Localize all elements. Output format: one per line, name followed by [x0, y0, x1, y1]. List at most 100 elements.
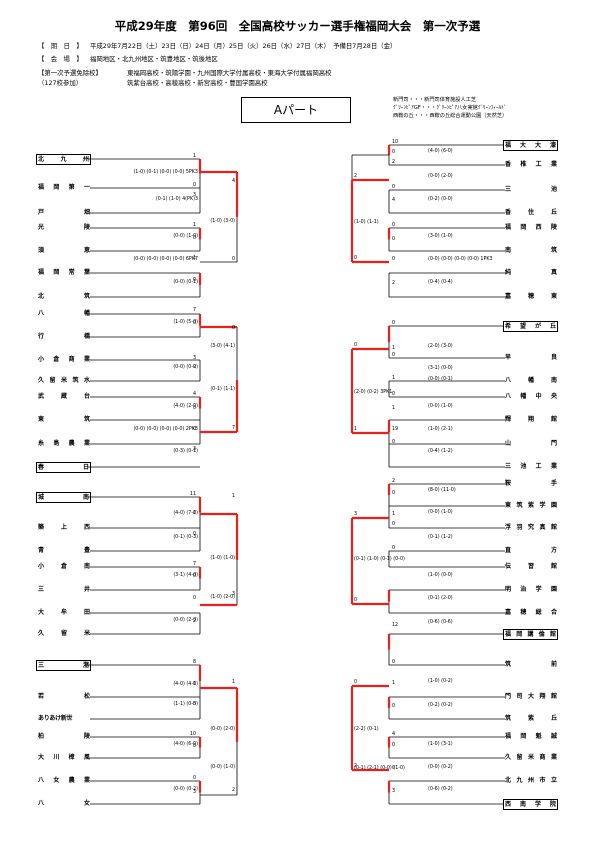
match-score: (0-0) (2-0): [173, 618, 198, 623]
round-score: 3: [231, 592, 235, 597]
team-score: 1: [192, 223, 196, 228]
team-name: 嘉穂総合: [505, 608, 557, 617]
team-name-char: 陵: [550, 224, 557, 231]
team-score: 0: [392, 743, 396, 748]
team-score: 0: [192, 574, 196, 579]
match-score: (0-0) (0-0) (0-0) (0-0) 1PK3: [428, 257, 493, 262]
team-name-char: 大: [38, 609, 45, 616]
team-name-char: 香: [505, 209, 512, 216]
team-name: 直方: [505, 546, 557, 555]
team-score: 0: [392, 704, 396, 709]
match-score: (1-0) (2-0): [210, 595, 235, 600]
team-name: 三池工業: [505, 462, 557, 471]
team-name: 八女: [38, 799, 90, 808]
team-name-char: 岡: [520, 733, 527, 740]
team-name-char: 北: [505, 777, 512, 784]
team-name: 若松: [38, 692, 90, 701]
team-score: 3: [392, 789, 396, 794]
team-name-char: 樟: [68, 754, 75, 761]
team-score: 0: [192, 236, 196, 241]
match-score: (0-0) (0-0) (0-0) (0-0) 6PK7: [133, 257, 198, 262]
team-name-char: が: [534, 323, 541, 330]
team-score: 0: [192, 406, 196, 411]
team-name-char: 福: [38, 184, 45, 191]
team-name-char: 小: [38, 356, 45, 363]
team-score: 0: [192, 365, 196, 370]
team-name-char: 九: [516, 777, 523, 784]
team-name-char: 恵: [83, 247, 90, 254]
team-name-char: 園: [550, 586, 557, 593]
team-name-char: 香: [505, 161, 512, 168]
team-score: 1: [392, 376, 396, 381]
team-name-char: 筑: [83, 416, 90, 423]
team-name: 三池: [505, 185, 557, 194]
team-name-char: 紫: [527, 502, 534, 509]
team-name: 光陵: [38, 223, 90, 232]
round-score: 0: [354, 343, 358, 348]
team-name-char: 潴: [82, 662, 89, 669]
team-name: 東筑: [38, 415, 90, 424]
team-name: 福岡講倫館: [503, 629, 558, 640]
team-name-char: 門: [550, 440, 557, 447]
match-score: (1-0) (2-1): [428, 427, 453, 432]
match-score: (4-0) (6-0): [428, 149, 453, 154]
team-name-char: 九: [60, 156, 67, 163]
team-name-char: 丘: [550, 209, 557, 216]
team-name-char: 中: [535, 393, 542, 400]
team-name-char: 北: [38, 293, 45, 300]
team-name-char: 館: [550, 563, 557, 570]
team-name-char: 央: [550, 393, 557, 400]
team-name-char: 世: [66, 715, 73, 722]
team-name-char: 幡: [83, 310, 90, 317]
team-name-char: 穂: [520, 609, 527, 616]
team-name-char: 西: [83, 524, 90, 531]
venue-value: 福岡地区・北九州地区・筑豊地区・筑後地区: [90, 55, 218, 63]
team-name: 嘉穂東: [505, 292, 557, 301]
match-score: (2-0) (3-0): [428, 344, 453, 349]
team-name: 福岡西陵: [505, 223, 557, 232]
team-name-char: 久: [38, 630, 45, 637]
team-name-char: 真: [539, 524, 546, 531]
match-score: (0-0) (1-0): [428, 404, 453, 409]
team-name-char: 福: [505, 733, 512, 740]
team-name-char: 橋: [83, 333, 90, 340]
team-score: 1: [192, 682, 196, 687]
team-name-char: 学: [534, 801, 541, 808]
team-name-char: 館: [550, 416, 557, 423]
team-name-char: 東: [38, 416, 45, 423]
team-name: 筑前: [505, 660, 557, 669]
match-score: (0-0) (0-2): [173, 787, 198, 792]
team-name: 香椎工業: [505, 160, 557, 169]
team-name: 希望が丘: [503, 321, 558, 332]
team-score: 0: [392, 321, 396, 326]
match-score: (1-1) (0-5): [173, 702, 198, 707]
team-score: 11: [189, 492, 196, 497]
team-score: 0: [392, 766, 396, 771]
team-score: 0: [392, 353, 396, 358]
team-score: 0: [392, 223, 396, 228]
team-score: 19: [392, 427, 399, 432]
team-name-char: 島: [53, 440, 60, 447]
team-name-char: 工: [535, 161, 542, 168]
team-name-char: 女: [83, 800, 90, 807]
venue-note: 新門司・・・新門司体育施設人工芝: [393, 97, 477, 103]
round-score: 2: [354, 764, 358, 769]
team-name-char: 新: [60, 715, 67, 722]
match-score: (0-0) (1-0): [428, 510, 453, 515]
team-name-char: 園: [550, 502, 557, 509]
team-score: 3: [192, 193, 196, 198]
team-name-char: 福: [505, 224, 512, 231]
team-name-char: 椎: [520, 161, 527, 168]
team-name-char: あ: [49, 715, 56, 722]
team-name-char: 南: [82, 494, 89, 501]
team-name: 大牟田: [38, 608, 90, 617]
team-name-char: 早: [505, 354, 512, 361]
match-score: (0-1) (1-0) 4(PK)3: [155, 197, 198, 202]
team-name-char: 濠: [549, 142, 556, 149]
team-name-char: 米: [527, 754, 534, 761]
team-name-char: 羽: [516, 524, 523, 531]
team-name: 山門: [505, 439, 557, 448]
team-name-char: 州: [527, 777, 534, 784]
team-name-char: 講: [527, 631, 534, 638]
team-score: 1: [192, 256, 196, 261]
